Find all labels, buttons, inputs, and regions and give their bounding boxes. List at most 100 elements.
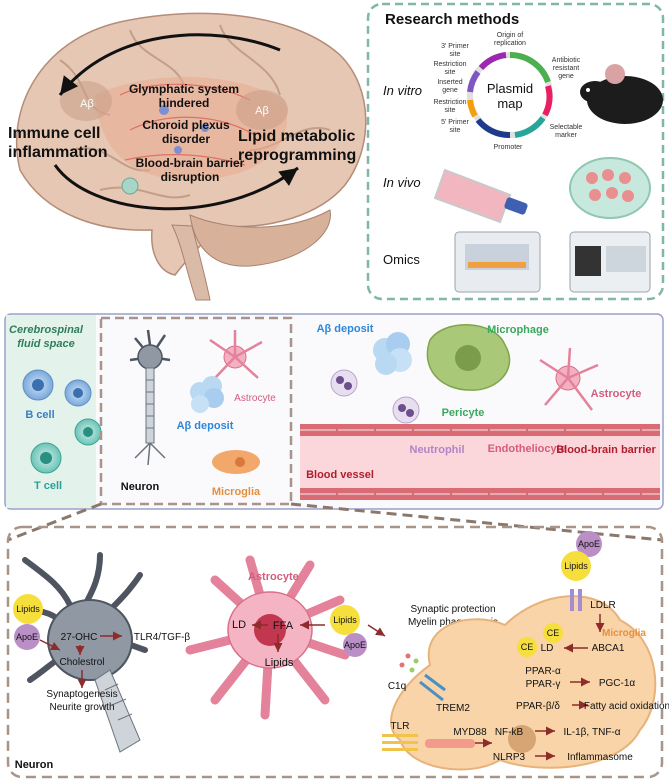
fao-label: Fatty acid oxidation [584, 701, 669, 712]
plasmid-title-2: map [497, 96, 522, 111]
plasmid-title-1: Plasmid [487, 81, 533, 96]
ffa-label: FFA [273, 620, 294, 632]
plasmid-restriction1-1: Restriction [433, 61, 466, 68]
lipids-left-icon [13, 594, 43, 624]
plasmid-origin-1: Origin of [497, 32, 524, 39]
bottom-panel [6, 525, 664, 779]
ce1-icon [543, 623, 563, 643]
inflammasome-label: Inflammasome [567, 752, 633, 763]
apoe-left-label: ApoE [16, 632, 38, 642]
plasmid-restriction1-2: site [445, 69, 456, 76]
ppar-g-label: PPAR-γ [526, 679, 561, 690]
astrocyte-label: Astrocyte [591, 388, 642, 400]
il-label: IL-1β, TNF-α [563, 727, 620, 738]
myd88-label: MYD88 [453, 727, 487, 738]
lipids-mid-icon [330, 605, 360, 635]
microglia-detail-label: Microglia [602, 628, 646, 639]
plasmid-antibiotic-1: Antibiotic [552, 57, 581, 64]
ab-deposit-label: Aβ deposit [317, 323, 374, 335]
sequencer-machine-icon [454, 231, 541, 293]
blood-vessel-label: Blood vessel [306, 469, 374, 481]
astrocyte-detail-label: Astrocyte [248, 571, 299, 583]
nucleus-icon [508, 725, 536, 753]
microphage-illustration [426, 324, 511, 391]
lipid-line2: reprogramming [238, 147, 356, 164]
trem2-label: TREM2 [436, 703, 470, 714]
research-methods-box [366, 2, 665, 301]
apoe-left-icon [14, 624, 40, 650]
astrocyte-small-illustration [209, 330, 263, 379]
apoe-mid-label: ApoE [344, 640, 366, 650]
microphage-label: Microphage [487, 324, 549, 336]
lipid-line1: Lipid metabolic [238, 128, 355, 145]
lipids-top-icon [561, 551, 591, 581]
plasmid-inserted-2: gene [442, 87, 458, 94]
plasmid-map [467, 51, 553, 139]
tlr-label: TLR [391, 721, 410, 732]
c1q-particles-icon [399, 653, 419, 673]
cholestrol-label: Cholestrol [59, 657, 104, 668]
glymphatic-line1: Glymphatic system [129, 82, 239, 96]
abca1-label: ABCA1 [592, 643, 625, 654]
lipids-top-label: Lipids [564, 561, 588, 571]
synaptogenesis-line2: Neurite growth [49, 702, 114, 713]
microglia-small-label: Microglia [212, 486, 261, 498]
apoe-top-icon [576, 531, 602, 557]
neuron-illustration [129, 329, 171, 466]
bbb-line1: Blood-brain barrier [136, 156, 245, 170]
c1q-label: C1q [388, 681, 406, 692]
plasmid-primer3-1: 3' Primer [441, 43, 469, 50]
omics-label: Omics [383, 252, 420, 267]
lipids-astro-label: Lipids [265, 657, 294, 669]
plasmid-primer5-1: 5' Primer [441, 119, 469, 126]
culture-flask-icon [433, 168, 528, 224]
plasmid-promoter: Promoter [494, 144, 523, 151]
plasmid-origin-2: replication [494, 40, 526, 47]
plasmid-restriction2-2: site [445, 107, 456, 114]
ce1-label: CE [547, 628, 560, 638]
in-vitro-label: In vitro [383, 83, 422, 98]
ce2-icon [517, 637, 537, 657]
myd88-bar [425, 739, 475, 748]
tlr4-label: TLR4/TGF-β [134, 632, 191, 643]
apoe-mid-icon [343, 633, 367, 657]
neuron-small-label: Neuron [121, 481, 160, 493]
pericyte-label: Pericyte [442, 407, 485, 419]
neuron-detail-label: Neuron [15, 759, 54, 771]
csf-label-1: Cerebrospinal [9, 324, 84, 336]
research-methods-title: Research methods [385, 11, 519, 28]
plasmid-inserted-1: Inserted [437, 79, 462, 86]
astrocyte-detail-illustration [185, 555, 350, 720]
endotheliocyte-label: Endotheliocyte [488, 443, 567, 455]
blood-vessel [300, 424, 660, 500]
in-vivo-label: In vivo [383, 175, 421, 190]
neuron-detail-illustration [22, 552, 148, 753]
ce2-label: CE [521, 642, 534, 652]
astrocyte-small-label: Astrocyte [234, 393, 276, 404]
choroid-line2: disorder [162, 132, 210, 146]
lipids-mid-label: Lipids [333, 615, 357, 625]
ld-microglia-label: LD [541, 643, 554, 654]
organoid-icon [569, 157, 651, 219]
ldlr-receptor-icon [570, 589, 582, 611]
plasmid-antibiotic-3: gene [558, 73, 574, 80]
plasmid-antibiotic-2: resistant [553, 65, 580, 72]
csf-label-2: fluid space [17, 338, 74, 350]
plasmid-primer3-2: site [450, 51, 461, 58]
t-cell-label: T cell [34, 480, 62, 492]
nfkb-label: NF-kB [495, 727, 524, 738]
plasmid-restriction2-1: Restriction [433, 99, 466, 106]
plasmid-selectable-1: Selectable [550, 124, 583, 131]
t-cells [30, 418, 102, 474]
plasmid-primer5-2: site [450, 127, 461, 134]
ppar-bd-label: PPAR-β/δ [516, 701, 560, 712]
glymphatic-line2: hindered [159, 96, 210, 110]
b-cell-label: B cell [25, 409, 54, 421]
mass-spec-machine-icon [569, 231, 651, 293]
synaptogenesis-line1: Synaptogenesis [46, 689, 117, 700]
ab-deposit-small-label: Aβ deposit [177, 420, 234, 432]
ab-label-left: Aβ [80, 98, 94, 110]
ldlr-label: LDLR [590, 600, 616, 611]
tlr-receptor-icon [382, 734, 418, 751]
